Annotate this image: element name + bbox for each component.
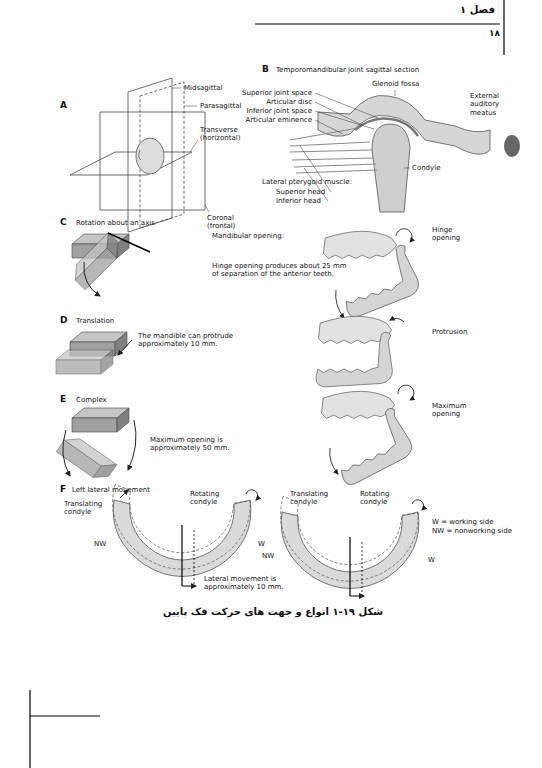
anatomy-label: Inferior joint space xyxy=(222,107,312,115)
anatomy-label: Superior head xyxy=(276,188,346,196)
note: Maximum opening is approximately 50 mm. xyxy=(150,436,250,453)
side-label: W xyxy=(428,556,443,564)
anatomy-label: Superior joint space xyxy=(222,89,312,97)
legend-note: W = working side xyxy=(432,518,532,526)
anatomy-label: Articular eminence xyxy=(222,116,312,124)
panel-letter: D xyxy=(60,315,74,326)
panel-title: Rotation about an axis xyxy=(76,219,196,227)
panel-letter: F xyxy=(60,484,74,495)
condyle-label: Rotating condyle xyxy=(360,490,400,507)
anatomy-label: Glenoid fossa xyxy=(372,80,432,88)
panel-letter: E xyxy=(60,394,74,405)
anatomy-label: Lateral pterygoid muscle: xyxy=(262,178,372,186)
figure-caption: شکل ۱۹-۱ انواع و جهت های حرکت فک پایین xyxy=(2,606,542,618)
note: Mandibular opening: xyxy=(212,232,332,240)
anatomy-label: Condyle xyxy=(412,164,457,172)
side-label: NW xyxy=(262,552,282,560)
panel-title: Left lateral movement xyxy=(72,486,182,494)
panel-letter: A xyxy=(60,100,74,111)
side-label: NW xyxy=(94,540,114,548)
side-label: W xyxy=(258,540,273,548)
movement-label: Hinge opening xyxy=(432,226,472,243)
chapter-header: فصل ۱ xyxy=(415,4,495,16)
panel-title: Translation xyxy=(76,317,156,325)
anatomy-label: Inferior head xyxy=(276,197,346,205)
page-number: ۱۸ xyxy=(460,28,500,39)
condyle-label: Translating condyle xyxy=(64,500,109,517)
note: Lateral movement is approximately 10 mm. xyxy=(204,575,286,592)
plane-label: Coronal (frontal) xyxy=(207,214,247,231)
plane-label: Transverse (horizontal) xyxy=(200,126,246,143)
panel-title: Temporomandibular joint sagittal section xyxy=(276,66,496,74)
condyle-label: Rotating condyle xyxy=(190,490,230,507)
note: The mandible can protrude approximately … xyxy=(138,332,263,349)
condyle-label: Translating condyle xyxy=(290,490,335,507)
movement-label: Maximum opening xyxy=(432,402,477,419)
anatomy-label: External auditory meatus xyxy=(470,92,515,117)
movement-label: Protrusion xyxy=(432,328,492,336)
note: Hinge opening produces about 25 mm of se… xyxy=(212,262,347,279)
panel-letter: B xyxy=(262,64,276,75)
anatomy-label: Articular disc xyxy=(222,98,312,106)
panel-letter: C xyxy=(60,217,74,228)
legend-note: NW = nonworking side xyxy=(432,527,532,535)
panel-title: Complex xyxy=(76,396,136,404)
